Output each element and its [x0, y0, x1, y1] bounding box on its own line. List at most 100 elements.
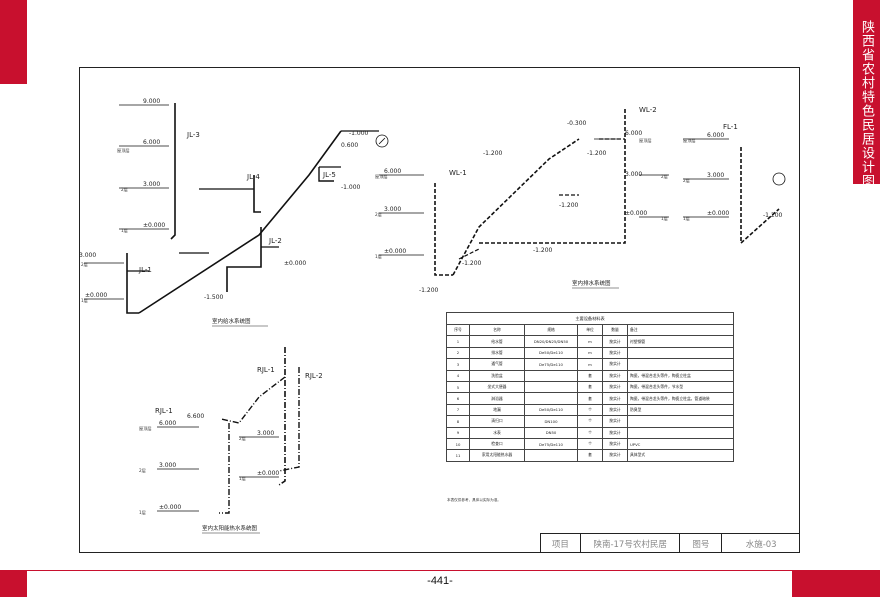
equipment-table-note: 本表仅供参考，具体以实际为准。 [447, 498, 501, 502]
svg-text:2层: 2层 [121, 187, 128, 193]
svg-text:-1.000: -1.000 [349, 130, 369, 137]
svg-text:6.000: 6.000 [159, 420, 176, 427]
drainage-diagram [434, 109, 780, 276]
svg-text:-1.200: -1.200 [559, 202, 579, 209]
svg-text:±0.000: ±0.000 [707, 210, 729, 217]
svg-text:-1.200: -1.200 [533, 247, 553, 254]
footer-accent-left [0, 570, 27, 597]
svg-text:1层: 1层 [661, 216, 668, 222]
svg-text:2层: 2层 [661, 174, 668, 180]
project-value: 陕南-17号农村民居 [581, 534, 681, 553]
hot-water-labels: 6.600 6.000 3.000 ±0.000 3.000 ±0.000 屋顶… [139, 366, 323, 534]
svg-text:2层: 2层 [375, 212, 382, 218]
svg-text:屋顶层: 屋顶层 [639, 138, 652, 144]
svg-text:-1.200: -1.200 [587, 150, 607, 157]
svg-text:±0.000: ±0.000 [284, 260, 306, 267]
project-label: 项目 [541, 534, 581, 553]
svg-text:屋顶层: 屋顶层 [375, 174, 388, 180]
svg-text:1层: 1层 [81, 298, 88, 304]
svg-text:6.000: 6.000 [707, 132, 724, 139]
svg-text:±0.000: ±0.000 [384, 248, 406, 255]
water-supply-diagram [84, 103, 389, 314]
svg-text:1层: 1层 [121, 228, 128, 234]
svg-text:3.000: 3.000 [257, 430, 274, 437]
corner-accent-top-left [0, 0, 27, 84]
svg-text:3.000: 3.000 [79, 252, 96, 259]
svg-text:RJL-2: RJL-2 [305, 372, 323, 380]
book-title-band [853, 0, 880, 184]
svg-text:1层: 1层 [683, 216, 690, 222]
svg-text:-1.000: -1.000 [341, 184, 361, 191]
svg-text:3.000: 3.000 [384, 206, 401, 213]
hot-water-diagram [219, 347, 300, 514]
svg-text:6.000: 6.000 [384, 168, 401, 175]
svg-text:屋顶层: 屋顶层 [139, 426, 152, 432]
svg-text:-0.300: -0.300 [567, 120, 587, 127]
svg-text:RJL-1: RJL-1 [155, 407, 173, 415]
footer-accent-right [792, 570, 880, 597]
svg-text:JL-2: JL-2 [268, 237, 282, 245]
svg-text:RJL-1: RJL-1 [257, 366, 275, 374]
title-block: 项目 陕南-17号农村民居 图号 水施-03 [540, 533, 800, 553]
svg-text:6.000: 6.000 [625, 130, 642, 137]
svg-text:-1.200: -1.200 [763, 212, 783, 219]
plumbing-drawings: 9.000 6.000 3.000 ±0.000 3.000 ±0.000 ±0… [79, 98, 786, 534]
drainage-labels: 6.000 3.000 ±0.000 -0.300 6.000 3.000 ±0… [375, 106, 783, 294]
svg-text:3.000: 3.000 [159, 462, 176, 469]
svg-text:6.000: 6.000 [143, 139, 160, 146]
water-supply-labels: 9.000 6.000 3.000 ±0.000 3.000 ±0.000 ±0… [79, 98, 369, 327]
svg-text:2层: 2层 [683, 178, 690, 184]
drawing-frame [79, 67, 800, 553]
svg-text:3.000: 3.000 [625, 171, 642, 178]
hot-water-level-marks [157, 426, 279, 512]
svg-text:室内太阳能热水系统图: 室内太阳能热水系统图 [202, 524, 258, 532]
svg-text:2层: 2层 [239, 436, 246, 442]
svg-text:屋顶层: 屋顶层 [683, 138, 696, 144]
svg-text:6.600: 6.600 [187, 413, 204, 420]
svg-text:WL-2: WL-2 [639, 106, 657, 114]
svg-text:JL-3: JL-3 [186, 131, 200, 139]
svg-text:WL-1: WL-1 [449, 169, 467, 177]
svg-text:2层: 2层 [139, 468, 146, 474]
page-number: -441- [427, 575, 453, 587]
svg-text:3.000: 3.000 [707, 172, 724, 179]
svg-text:JL-1: JL-1 [138, 266, 152, 274]
svg-text:室内排水系统图: 室内排水系统图 [572, 279, 611, 287]
svg-text:±0.000: ±0.000 [625, 210, 647, 217]
equipment-table-header: 序号 名称 规格 单位 数量 备注 [446, 323, 734, 337]
drawing-number-label: 图号 [680, 534, 723, 553]
book-title: 陕西省农村特色民居设计图集 [859, 20, 874, 202]
svg-text:1层: 1层 [375, 254, 382, 260]
svg-text:JL-5: JL-5 [322, 171, 336, 179]
svg-text:FL-1: FL-1 [723, 123, 738, 131]
svg-text:-1.200: -1.200 [483, 150, 503, 157]
svg-text:±0.000: ±0.000 [143, 222, 165, 229]
drainage-level-marks [379, 138, 786, 256]
svg-text:室内给水系统图: 室内给水系统图 [212, 317, 251, 325]
svg-text:1层: 1层 [139, 510, 146, 516]
svg-text:3.000: 3.000 [143, 181, 160, 188]
svg-text:JL-4: JL-4 [246, 173, 260, 181]
drawing-number-value: 水施-03 [745, 539, 777, 550]
svg-text:-1.200: -1.200 [462, 260, 482, 267]
svg-text:0.600: 0.600 [341, 142, 358, 149]
svg-text:±0.000: ±0.000 [257, 470, 279, 477]
svg-text:-1.500: -1.500 [204, 294, 224, 301]
equipment-table-title: 主要设备材料表 [446, 312, 734, 325]
footer-rule [27, 570, 792, 571]
svg-text:±0.000: ±0.000 [159, 504, 181, 511]
svg-text:屋顶层: 屋顶层 [117, 148, 130, 154]
svg-text:±0.000: ±0.000 [85, 292, 107, 299]
svg-text:-1.200: -1.200 [419, 287, 439, 294]
